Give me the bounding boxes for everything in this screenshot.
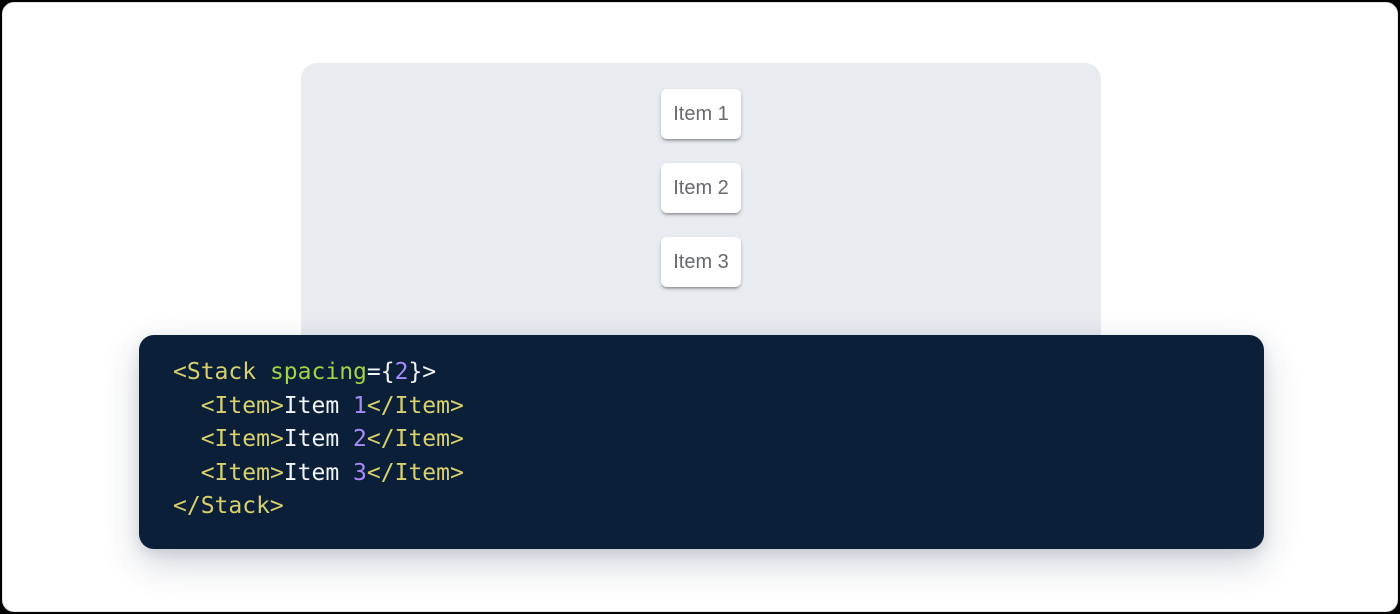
code-token: spacing [269, 359, 367, 385]
code-token: </Stack> [173, 493, 284, 519]
code-token: </Item> [366, 392, 464, 419]
code-token: Item [283, 426, 354, 452]
stack: Item 1 Item 2 Item 3 [301, 63, 1101, 287]
demo-preview-panel: Item 1 Item 2 Item 3 [301, 63, 1101, 385]
code-token: </Item> [366, 426, 464, 452]
code-token: 2 [353, 426, 367, 452]
code-token: </Item> [366, 459, 464, 486]
code-token: 1 [353, 392, 367, 419]
code-token: 2 [394, 359, 409, 385]
stack-item-label: Item 3 [673, 250, 729, 273]
code-token: <Item> [200, 392, 284, 419]
stack-item: Item 2 [661, 163, 741, 213]
code-token: ={ [366, 359, 395, 385]
code-token: }> [408, 359, 437, 385]
code-token: <Item> [200, 459, 284, 486]
code-token: Item [283, 392, 354, 419]
stack-item: Item 3 [661, 237, 741, 287]
code-token [256, 359, 270, 385]
code-token: Item [283, 459, 354, 486]
code-token [173, 393, 201, 419]
code-token [173, 460, 201, 486]
code-token: <Item> [200, 426, 284, 452]
stack-item-label: Item 1 [673, 102, 729, 125]
code-token: <Stack [173, 359, 257, 385]
code-block: <Stack spacing={2}> <Item>Item 1</Item> … [139, 335, 1264, 549]
code-token: 3 [353, 459, 367, 486]
code-snippet: <Stack spacing={2}> <Item>Item 1</Item> … [139, 335, 1264, 545]
code-content: <Stack spacing={2}> <Item>Item 1</Item> … [173, 359, 464, 519]
code-token [173, 426, 201, 452]
stack-item: Item 1 [661, 89, 741, 139]
stack-item-label: Item 2 [673, 176, 729, 199]
